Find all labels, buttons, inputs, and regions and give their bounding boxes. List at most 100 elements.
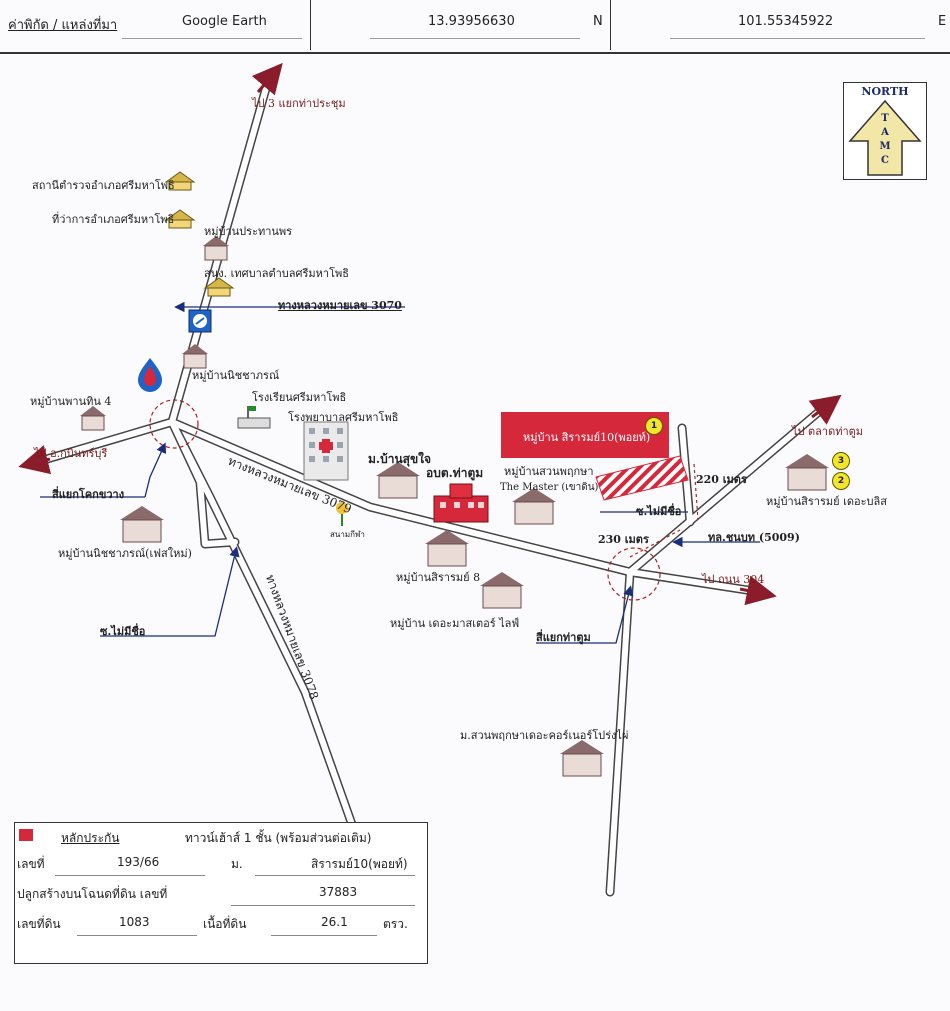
park-icon [336, 502, 348, 526]
legend-no-label: เลขที่ [17, 857, 45, 871]
longitude-value: 101.55345922 [738, 14, 834, 29]
label-school: โรงเรียนศรีมหาโพธิ [252, 391, 347, 404]
label-village-sirarom8: หมู่บ้านสิรารมย์ 8 [396, 571, 481, 584]
roads [25, 69, 833, 897]
intersection-circle-kok [149, 399, 199, 449]
label-the-master: The Master (เขาดิน) [500, 482, 599, 493]
arrow-northeast [808, 394, 842, 425]
label-village-suan-phruksa: หมู่บ้านสวนพฤกษา [504, 465, 594, 478]
legend-deed-label: ปลูกสร้างบนโฉนดที่ดิน เลขที่ [17, 887, 168, 901]
house-icon [182, 344, 208, 369]
road-network [18, 62, 842, 897]
house-icon [785, 454, 829, 491]
latitude-dir: N [593, 14, 603, 29]
district-office-icon [164, 209, 196, 229]
pointer-lines [40, 301, 760, 644]
north-letter-a: A [881, 127, 889, 138]
hospital-icon [303, 421, 349, 481]
label-road-3070: ทางหลวงหมายเลข 3070 [278, 299, 402, 312]
legend-land-no-label: เลขที่ดิน [17, 917, 61, 931]
house-icon [120, 506, 164, 543]
house-icon [425, 530, 469, 567]
label-village-nichaphan-new: หมู่บ้านนิชชาภรณ์(เฟสใหม่) [58, 547, 192, 560]
legend-type: ทาวน์เฮ้าส์ 1 ชั้น (พร้อมส่วนต่อเติม) [185, 831, 372, 845]
label-village-pan-thin: หมู่บ้านพานทิน 4 [30, 395, 112, 408]
legend-area-label: เนื้อที่ดิน [203, 917, 247, 931]
label-municipal: สนง. เทศบาลตำบลศรีมหาโพธิ [204, 267, 349, 280]
collateral-legend: หลักประกัน ทาวน์เฮ้าส์ 1 ชั้น (พร้อมส่วน… [14, 822, 428, 964]
legend-no-value: 193/66 [117, 855, 160, 869]
label-soi-no-name-right: ซ.ไม่มีชื่อ [636, 505, 682, 518]
source-cell: ค่าพิกัด / แหล่งที่มา Google Earth [0, 0, 311, 50]
label-soi-no-name-left: ซ.ไม่มีชื่อ [100, 625, 146, 638]
label-village-sirarom-bliss: หมู่บ้านสิรารมย์ เดอะบลิส [766, 495, 887, 508]
north-letter-t: T [881, 113, 889, 124]
map-canvas: NORTH T A M C หมู่บ้าน สิรารมย์10(พอยท์)… [0, 52, 950, 1011]
house-icon [512, 488, 556, 525]
legend-land-no-value: 1083 [119, 915, 150, 929]
subject-property-label: หมู่บ้าน สิรารมย์10(พอยท์) [523, 431, 651, 444]
legend-area-unit: ตรว. [383, 917, 408, 931]
latitude-cell: 13.93956630 N [310, 0, 611, 50]
police-icon [164, 171, 196, 191]
legend-deed-value: 37883 [319, 885, 358, 899]
label-district-office: ที่ว่าการอำเภอศรีมหาโพธิ [52, 213, 175, 226]
house-icons [80, 236, 829, 777]
legend-moo-value: สิรารมย์10(พอยท์) [311, 857, 408, 871]
label-sao-thatum: อบต.ท่าตูม [426, 466, 484, 480]
house-icon [480, 572, 524, 609]
legend-area-underline [271, 935, 377, 936]
house-icon [203, 236, 229, 261]
label-village-corner: ม.สวนพฤกษาเดอะคอร์เนอร์โปร่งไผ่ [460, 729, 629, 742]
coord-label: ค่าพิกัด / แหล่งที่มา [8, 18, 118, 33]
label-rural-road: ทล.ชนบท (5009) [708, 531, 800, 544]
north-letter-m: M [879, 141, 891, 152]
gas-station-ptt-icon [138, 358, 162, 392]
label-to-3way: ไป 3 แยกท่าประชุม [252, 97, 346, 110]
arrow-west [18, 445, 52, 475]
house-icon [80, 406, 106, 431]
label-to-market: ไป ตลาดท่าตูม [792, 425, 864, 438]
latitude-underline [370, 38, 580, 39]
label-village-nichaphan: หมู่บ้านนิชชาภรณ์ [192, 369, 280, 382]
coordinate-header: ค่าพิกัด / แหล่งที่มา Google Earth 13.93… [0, 0, 950, 54]
legend-moo-label: ม. [231, 857, 243, 871]
badge-3: 3 [832, 452, 850, 470]
label-village-prathanporn: หมู่บ้านประทานพร [204, 225, 293, 238]
north-arrow-icon [848, 99, 922, 176]
house-icon [376, 462, 420, 499]
north-arrow: NORTH T A M C [843, 82, 927, 180]
label-dist-230: 230 เมตร [598, 533, 649, 546]
municipal-icon [203, 277, 235, 297]
school-icon [237, 406, 271, 429]
legend-title: หลักประกัน [61, 831, 120, 845]
legend-deed-underline [231, 905, 415, 906]
arrow-east [739, 575, 777, 606]
longitude-cell: 101.55345922 E [610, 0, 950, 50]
legend-moo-underline [255, 875, 415, 876]
house-icon [560, 740, 604, 777]
latitude-value: 13.93956630 [428, 14, 515, 29]
label-to-road-304: ไป ถนน 304 [702, 573, 765, 586]
label-intersection-thatum: สี่แยกท่าตูม [536, 631, 591, 644]
intersection-circle-thatum [607, 547, 661, 601]
direction-arrows [18, 62, 842, 606]
longitude-dir: E [938, 14, 947, 29]
north-label: NORTH [861, 85, 909, 98]
north-letter-c: C [881, 155, 889, 166]
label-intersection-kok: สี่แยกโคกขวาง [52, 488, 125, 501]
label-hospital: โรงพยาบาลศรีมหาโพธิ [288, 411, 399, 424]
legend-swatch [19, 829, 33, 841]
legend-no-underline [55, 875, 205, 876]
label-village-sukjai: ม.บ้านสุขใจ [368, 452, 432, 466]
badge-2: 2 [832, 472, 850, 490]
landmark-icons [138, 171, 489, 526]
gas-station-blue-icon [188, 309, 212, 333]
legend-area-value: 26.1 [321, 915, 348, 929]
longitude-underline [670, 38, 925, 39]
label-village-master-life: หมู่บ้าน เดอะมาสเตอร์ ไลฟ์ [390, 617, 520, 630]
label-to-krabin: ไป อ.กบินทร์บุรี [34, 447, 108, 460]
legend-land-no-underline [77, 935, 197, 936]
badge-1: 1 [645, 417, 663, 435]
arrow-north [251, 62, 283, 96]
